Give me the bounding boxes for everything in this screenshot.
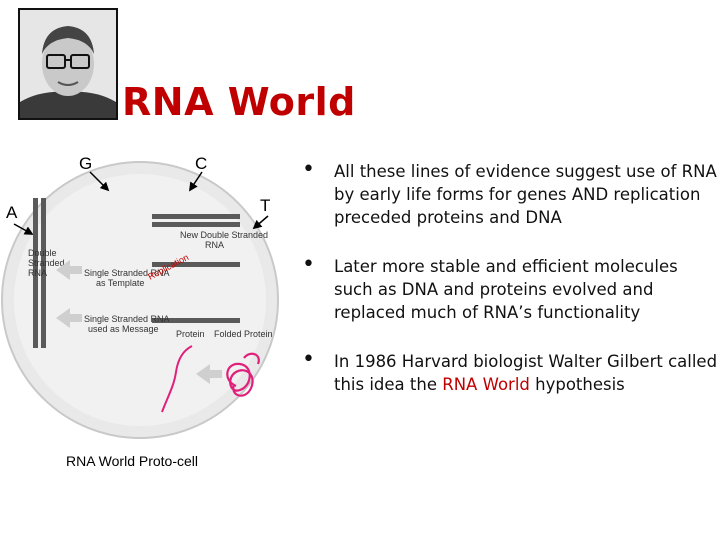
arrow-a [13,223,34,235]
ds-rna-label-2: Stranded [28,258,65,268]
folded-protein-label: Folded Protein [214,329,273,339]
new-ds-rna-strand-2 [152,222,240,227]
label-g: G [79,154,93,173]
bullet-text-3-pre: In 1986 Harvard biologist Walter Gilbert… [334,352,718,394]
arrow-to-template [56,260,82,280]
ss-rna-message-strand [152,318,240,323]
arrow-g [89,171,110,192]
ds-rna-strand-2 [41,198,46,348]
ds-rna-label-3: RNA [28,268,47,278]
arrow-to-folded [196,364,222,384]
folded-protein [226,352,260,397]
bullet-marker: • [302,157,315,182]
ds-rna-strand-1 [33,198,38,348]
proto-cell-diagram: Double Stranded RNA New Double Stranded … [1,161,279,439]
arrow-c [189,171,203,192]
ss-template-label-1: Single Stranded RNA [84,268,170,278]
protein-label: Protein [176,329,205,339]
bullet-text-2: Later more stable and efficient molecule… [334,257,678,322]
cell-interior [14,174,266,426]
new-ds-rna-strand-1 [152,214,240,219]
ss-message-label-2: used as Message [88,324,159,334]
portrait-image [20,10,116,118]
ss-rna-template-strand [152,262,240,267]
arrow-t [252,215,269,230]
bullet-item-2: • Later more stable and efficient molecu… [302,252,720,324]
bullet-item-1: • All these lines of evidence suggest us… [302,157,720,229]
label-c: C [195,154,208,173]
label-t: T [260,196,271,215]
bullet-text-1: All these lines of evidence suggest use … [334,162,717,227]
bullet-marker: • [302,347,315,372]
arrow-to-message [56,308,82,328]
bullet-text-3-highlight: RNA World [442,375,530,394]
protein-chain [161,345,193,413]
portrait-photo [18,8,118,120]
ss-template-label-2: as Template [96,278,144,288]
label-a: A [6,203,18,222]
bullet-item-3: • In 1986 Harvard biologist Walter Gilbe… [302,347,720,396]
bullet-list: • All these lines of evidence suggest us… [302,157,720,422]
ss-message-label-1: Single Stranded RNA [84,314,170,324]
new-ds-rna-label-2: RNA [205,240,224,250]
ds-rna-label-1: Double [28,248,57,258]
bullet-text-3-post: hypothesis [529,375,625,394]
diagram-caption: RNA World Proto-cell [66,453,199,469]
new-ds-rna-label-1: New Double Stranded [180,230,268,240]
slide-title: RNA World [122,80,356,124]
bullet-marker: • [302,252,315,277]
